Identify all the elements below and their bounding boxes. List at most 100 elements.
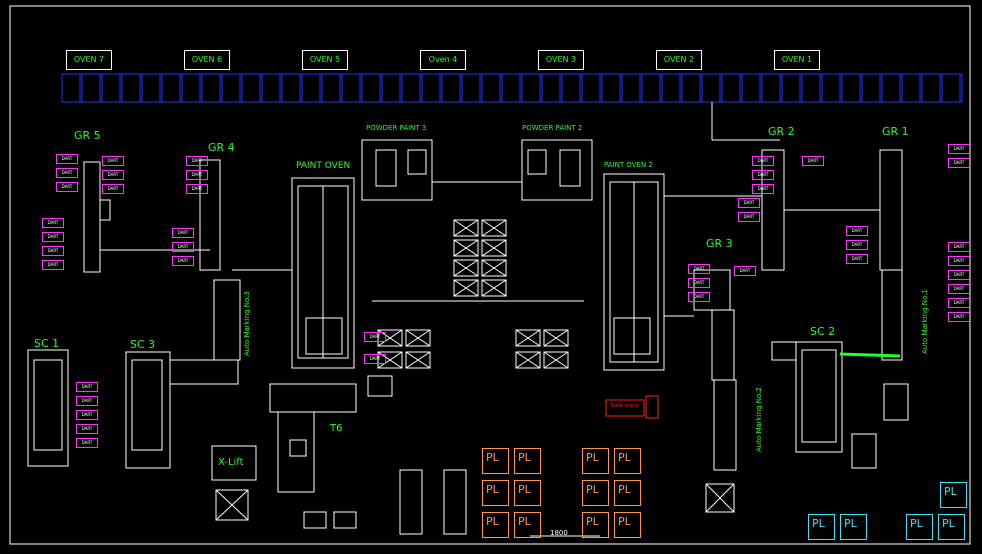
dart-rack: DART — [948, 298, 970, 308]
gr5-label: GR 5 — [74, 129, 101, 142]
oven-cell — [701, 73, 721, 103]
pallet-orange: PL — [582, 480, 609, 506]
gr3-crate — [705, 483, 735, 513]
dart-rack: DART — [172, 256, 194, 266]
powder-paint-3-booth — [361, 139, 470, 201]
x-lift-label: X-Lift — [218, 457, 244, 468]
oven-cell — [361, 73, 381, 103]
oven-cell — [781, 73, 801, 103]
gr2-label: GR 2 — [768, 125, 795, 138]
dart-rack: DART — [752, 184, 774, 194]
oven-cell — [941, 73, 961, 103]
dart-rack: DART — [186, 156, 208, 166]
oven-cell — [741, 73, 761, 103]
auto-marking-1-label: Auto Marking No.1 — [921, 289, 929, 354]
crate — [453, 219, 479, 237]
auto-marking-3-label: Auto Marking No.3 — [243, 291, 251, 356]
oven-cell — [141, 73, 161, 103]
drawing-frame — [9, 5, 971, 545]
sc3-machine — [125, 351, 239, 469]
oven-cell — [521, 73, 541, 103]
crate — [481, 219, 507, 237]
dart-rack: DART — [738, 198, 760, 208]
gr4-label: GR 4 — [208, 141, 235, 154]
oven-cell — [581, 73, 601, 103]
oven-cell — [101, 73, 121, 103]
dart-rack: DART — [102, 184, 124, 194]
crate — [453, 279, 479, 297]
crate — [405, 329, 431, 347]
crate — [543, 329, 569, 347]
oven-label-oven1: OVEN 1 — [774, 50, 820, 70]
unit-box — [883, 383, 909, 421]
crate — [405, 351, 431, 369]
oven-cell — [181, 73, 201, 103]
x-lift-crate — [215, 489, 249, 521]
pallet-orange: PL — [582, 512, 609, 538]
unit-box — [851, 433, 877, 469]
dart-rack: DART — [42, 260, 64, 270]
oven-cell — [281, 73, 301, 103]
oven-cell — [321, 73, 341, 103]
dart-rack: DART — [846, 226, 868, 236]
oven-cell — [901, 73, 921, 103]
dart-rack: DART — [76, 438, 98, 448]
dart-rack: DART — [688, 264, 710, 274]
pallet-cyan: PL — [938, 514, 965, 540]
powder-paint-2-booth — [494, 139, 593, 201]
dart-rack: DART — [752, 156, 774, 166]
oven-cell — [381, 73, 401, 103]
dart-rack: DART — [948, 270, 970, 280]
oven-cell — [401, 73, 421, 103]
oven-cell — [561, 73, 581, 103]
gr3-line — [664, 269, 737, 471]
oven-cell — [481, 73, 501, 103]
oven-cell — [221, 73, 241, 103]
dart-rack: DART — [42, 218, 64, 228]
sc1-machine — [27, 349, 69, 467]
dart-rack: DART — [364, 354, 386, 364]
x-lift-box — [211, 445, 257, 481]
dart-rack: DART — [102, 156, 124, 166]
oven-cell — [861, 73, 881, 103]
dart-rack: DART — [738, 212, 760, 222]
oven-cell — [681, 73, 701, 103]
oven-cell — [621, 73, 641, 103]
dart-rack: DART — [56, 154, 78, 164]
green-conveyor — [839, 352, 901, 358]
oven-cell — [821, 73, 841, 103]
pallet-orange: PL — [482, 480, 509, 506]
pallet-orange: PL — [514, 480, 541, 506]
paint-oven-2-label: PAINT OVEN 2 — [604, 161, 653, 169]
oven-cell — [921, 73, 941, 103]
dart-rack: DART — [186, 170, 208, 180]
crate — [481, 259, 507, 277]
crate — [453, 259, 479, 277]
dart-rack: DART — [688, 292, 710, 302]
dart-rack: DART — [948, 312, 970, 322]
gr2-line — [664, 149, 785, 271]
oven-row — [61, 73, 963, 103]
dart-rack: DART — [56, 168, 78, 178]
pallet-cyan: PL — [906, 514, 933, 540]
dart-rack: DART — [42, 246, 64, 256]
gr5-line — [83, 161, 210, 273]
powder-paint-2-label: POWDER PAINT 2 — [522, 124, 583, 132]
powder-paint-3-label: POWDER PAINT 3 — [366, 124, 427, 132]
dart-rack: DART — [364, 332, 386, 342]
t6-area — [269, 375, 393, 493]
oven-cell — [761, 73, 781, 103]
pallet-orange: PL — [514, 512, 541, 538]
crate — [515, 329, 541, 347]
oven-cell — [801, 73, 821, 103]
dimension-1800-text: 1800 — [550, 529, 568, 537]
oven-cell — [201, 73, 221, 103]
sc3-label: SC 3 — [130, 338, 156, 351]
oven-cell — [441, 73, 461, 103]
oven-label-oven4: Oven 4 — [420, 50, 466, 70]
oven-cell — [61, 73, 81, 103]
dart-rack: DART — [76, 424, 98, 434]
pallet-orange: PL — [614, 512, 641, 538]
dart-rack: DART — [186, 184, 208, 194]
